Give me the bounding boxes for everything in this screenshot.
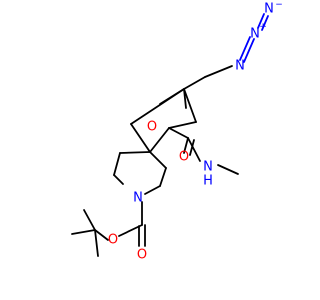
- piperidine-n-label: N: [133, 191, 143, 206]
- ether-o-label: O: [147, 120, 157, 135]
- oxygen-labels: O O: [147, 120, 189, 165]
- amide-carbonyl-o-label: O: [179, 150, 189, 165]
- azide-n-terminal-label: N: [264, 2, 274, 17]
- azide-n-attached-label: N: [235, 59, 245, 74]
- azide-n-central-charge: +: [259, 22, 267, 32]
- molecule-structure: N N + N − O O N H N O O: [71, 0, 283, 263]
- azide-n-central-label: N: [250, 27, 260, 42]
- azide-n-terminal-charge: −: [275, 0, 283, 10]
- amide-nh: N H: [203, 160, 213, 189]
- amide-h-label: H: [203, 174, 213, 189]
- bond-skeleton: [71, 65, 239, 257]
- ester-o-label: O: [108, 233, 118, 248]
- boc-carbonyl-o-label: O: [137, 248, 147, 263]
- azide-group: N N + N −: [235, 0, 283, 74]
- amide-nh-label: N: [203, 160, 213, 175]
